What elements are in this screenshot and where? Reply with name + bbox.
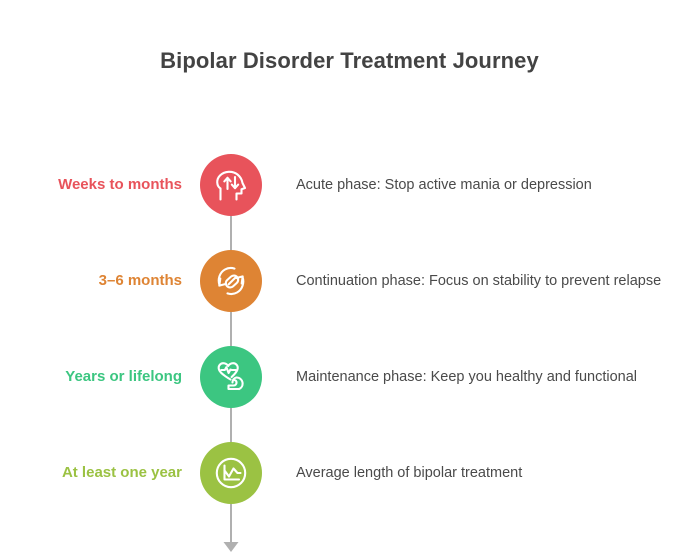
timeline-stage-row: Years or lifelong Maintenance phase: Kee… [0,346,699,408]
stage-icon-badge [200,154,262,216]
timeline-stage-row: At least one year Average length of bipo… [0,442,699,504]
timeline-stage-row: Weeks to months Acute phase: Stop active… [0,154,699,216]
down-arrow-icon [223,542,239,552]
head-profile-up-down-arrows-icon [216,170,247,201]
stage-duration-label: Weeks to months [58,176,182,193]
stage-duration-label: 3–6 months [98,272,182,289]
pill-refresh-cycle-icon [217,266,245,296]
stage-description-text: Continuation phase: Focus on stability t… [296,272,662,289]
line-chart-circle-icon [215,457,247,489]
stage-description: Maintenance phase: Keep you healthy and … [296,346,688,408]
stage-description-text: Acute phase: Stop active mania or depres… [296,176,592,193]
stage-icon-badge [200,250,262,312]
timeline-stage-row: 3–6 months Continuation phase: Focus on … [0,250,699,312]
stage-description-text: Average length of bipolar treatment [296,464,523,481]
stage-description: Acute phase: Stop active mania or depres… [296,154,688,216]
stage-duration-label: Years or lifelong [65,368,182,385]
stage-duration-label: At least one year [61,464,182,481]
stage-description-text: Maintenance phase: Keep you healthy and … [296,368,637,385]
stage-description: Continuation phase: Focus on stability t… [296,250,688,312]
page-title: Bipolar Disorder Treatment Journey [160,48,539,73]
stage-description: Average length of bipolar treatment [296,442,688,504]
treatment-timeline: Weeks to months Acute phase: Stop active… [0,140,699,556]
stage-icon-badge [200,442,262,504]
heart-pulse-flexed-arm-icon [217,362,244,391]
stage-icon-badge [200,346,262,408]
